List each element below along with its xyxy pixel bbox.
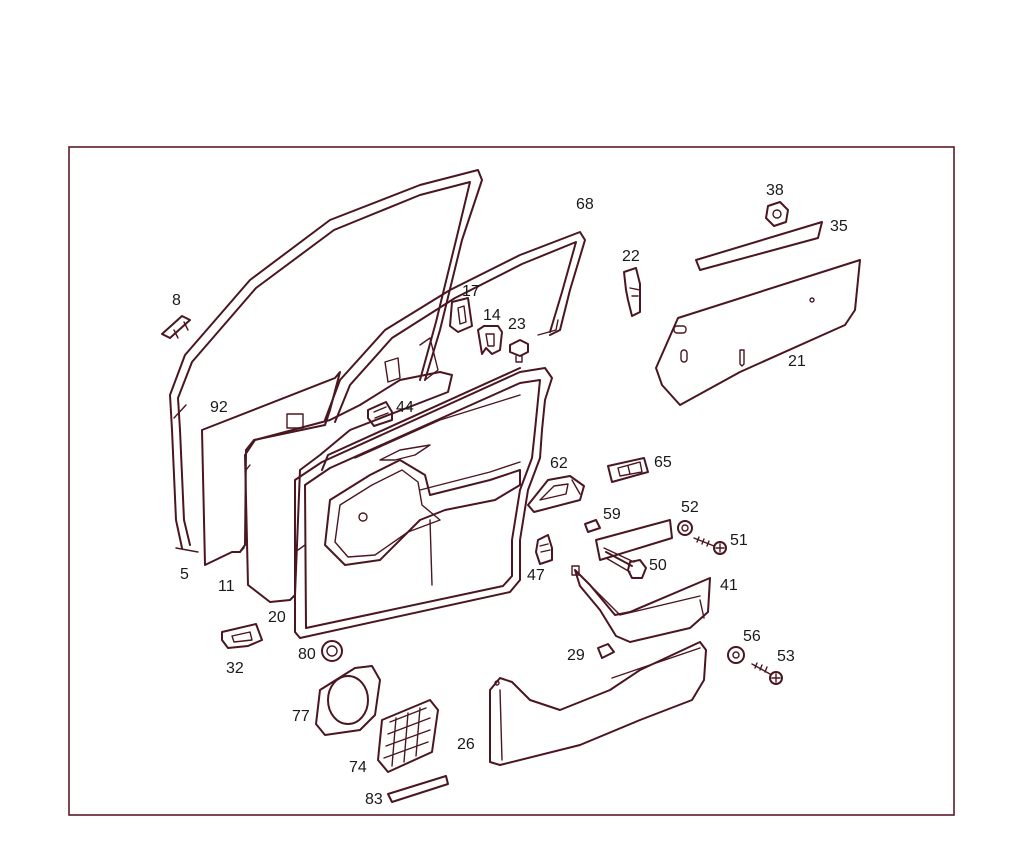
part-77-speaker-ring[interactable] [315, 665, 381, 736]
part-80-grommet[interactable] [321, 640, 343, 662]
callout-41: 41 [720, 577, 738, 594]
callout-62: 62 [550, 455, 568, 472]
callout-29: 29 [567, 647, 585, 664]
part-59-clip[interactable] [584, 519, 601, 533]
part-56-washer[interactable] [727, 646, 745, 664]
part-44-switch[interactable] [367, 401, 393, 427]
callout-38: 38 [766, 182, 784, 199]
part-62-handle-bezel[interactable] [527, 475, 585, 513]
part-20-door-trim-panel[interactable] [294, 337, 553, 639]
callout-21: 21 [788, 353, 806, 370]
part-52-washer[interactable] [677, 520, 693, 536]
part-53-screw[interactable] [751, 662, 783, 685]
callout-68: 68 [576, 196, 594, 213]
diagram-frame [68, 146, 955, 816]
callout-32: 32 [226, 660, 244, 677]
callout-5: 5 [180, 566, 189, 583]
part-50-bolt[interactable] [603, 547, 647, 579]
part-92-vapour-barrier[interactable] [201, 371, 341, 566]
callout-52: 52 [681, 499, 699, 516]
part-22-bracket[interactable] [623, 267, 641, 317]
callout-14: 14 [483, 307, 501, 324]
part-47-clip[interactable] [535, 534, 553, 565]
callout-92: 92 [210, 399, 228, 416]
callout-35: 35 [830, 218, 848, 235]
callout-8: 8 [172, 292, 181, 309]
part-38-fastener[interactable] [765, 201, 789, 227]
callout-26: 26 [457, 736, 475, 753]
part-11-inner-sheet[interactable] [239, 371, 453, 603]
callout-77: 77 [292, 708, 310, 725]
part-26-map-pocket[interactable] [489, 641, 707, 766]
callout-20: 20 [268, 609, 286, 626]
callout-53: 53 [777, 648, 795, 665]
part-14-clip[interactable] [477, 325, 503, 355]
part-8-clip[interactable] [161, 315, 191, 339]
part-65-switch-bezel[interactable] [607, 457, 649, 483]
callout-80: 80 [298, 646, 316, 663]
callout-65: 65 [654, 454, 672, 471]
callout-47: 47 [527, 567, 545, 584]
part-23-plug[interactable] [509, 339, 529, 363]
callout-22: 22 [622, 248, 640, 265]
callout-23: 23 [508, 316, 526, 333]
part-29-clip[interactable] [597, 643, 615, 659]
callout-56: 56 [743, 628, 761, 645]
part-83-trim-strip[interactable] [387, 775, 449, 803]
part-74-speaker-grille[interactable] [377, 699, 439, 773]
callout-83: 83 [365, 791, 383, 808]
callout-50: 50 [649, 557, 667, 574]
part-35-strip[interactable] [695, 221, 823, 271]
part-5-door-seal[interactable] [169, 169, 483, 553]
part-32-bracket[interactable] [221, 623, 263, 649]
part-17-clip[interactable] [449, 297, 473, 333]
callout-51: 51 [730, 532, 748, 549]
callout-11: 11 [218, 578, 235, 595]
callout-44: 44 [396, 399, 414, 416]
part-41-armrest[interactable] [571, 519, 711, 643]
part-51-screw[interactable] [693, 536, 727, 555]
part-68-window-channel[interactable] [324, 231, 586, 423]
callout-17: 17 [462, 283, 480, 300]
callout-74: 74 [349, 759, 367, 776]
callout-59: 59 [603, 506, 621, 523]
part-21-upper-panel[interactable] [655, 259, 861, 406]
